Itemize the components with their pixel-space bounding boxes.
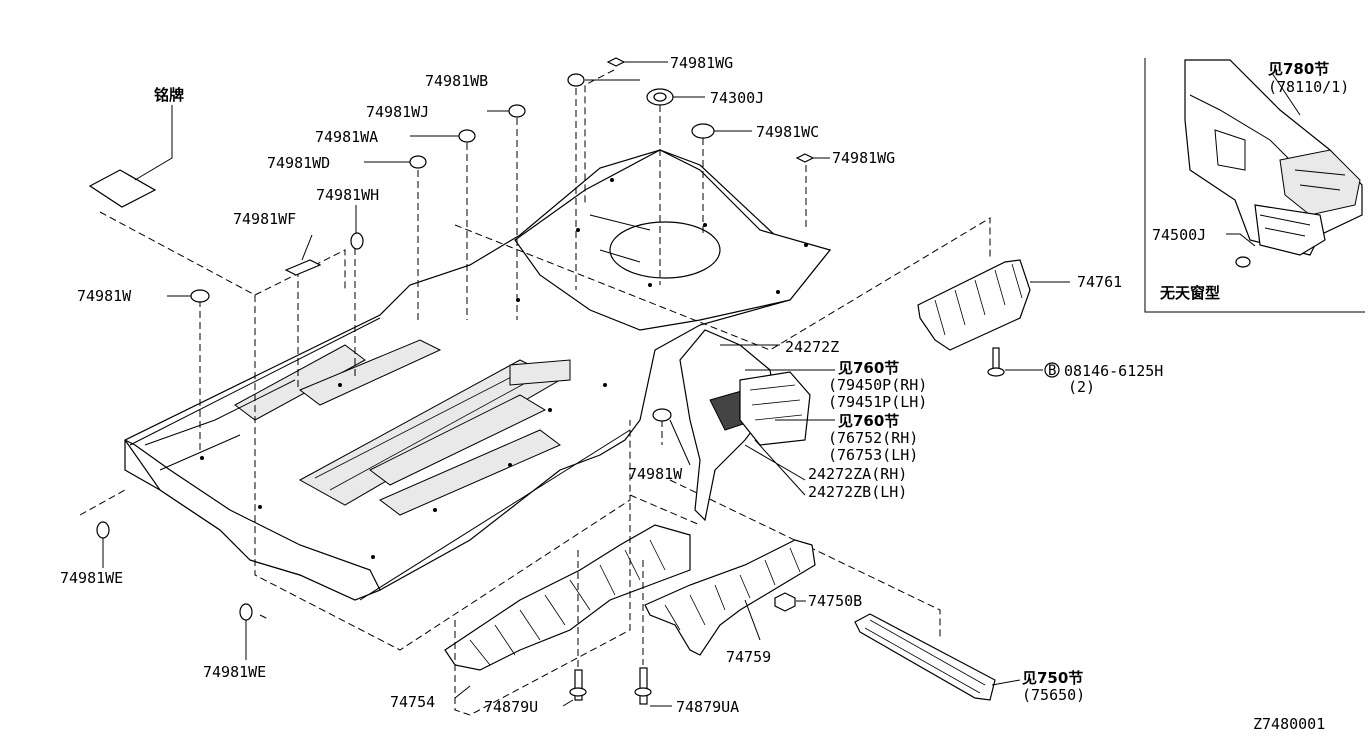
label-74879U: 74879U [484, 698, 538, 716]
label-74981WE-a: 74981WE [60, 569, 123, 587]
floor-panel [124, 149, 832, 601]
studs [562, 550, 672, 707]
sill-75650 [854, 613, 1021, 701]
inset-see780-label: 见780节 [1268, 60, 1329, 78]
inset-no-sunroof-label: 无天窗型 [1159, 284, 1220, 302]
nameplate-part [88, 105, 173, 208]
label-74761: 74761 [1077, 273, 1122, 291]
plug-leaders [199, 69, 807, 621]
label-08146-qty: (2) [1068, 378, 1095, 396]
label-74981WH: 74981WH [316, 186, 379, 204]
label-74981WG-top: 74981WG [670, 54, 733, 72]
inset-74500J-label: 74500J [1152, 226, 1206, 244]
label-74300J: 74300J [710, 89, 764, 107]
label-74981WC: 74981WC [756, 123, 819, 141]
label-see750: 见750节 [1022, 669, 1083, 687]
label-24272Z: 24272Z [785, 338, 839, 356]
label-74981WJ: 74981WJ [366, 103, 429, 121]
label-74750B: 74750B [808, 592, 862, 610]
label-74981WF: 74981WF [233, 210, 296, 228]
label-79450P: (79450P(RH) [828, 376, 927, 394]
inset-78110-label: (78110/1) [1268, 78, 1349, 96]
nut-74750B [774, 592, 806, 612]
label-24272ZB: 24272ZB(LH) [808, 483, 907, 501]
label-79451P: (79451P(LH) [828, 393, 927, 411]
insulator-74754 [444, 495, 691, 716]
label-see760-a: 见760节 [838, 359, 899, 377]
inset-no-sunroof [1144, 58, 1365, 313]
label-74879UA: 74879UA [676, 698, 739, 716]
bolt-08146 [987, 347, 1060, 378]
label-24272ZA: 24272ZA(RH) [808, 465, 907, 483]
label-74981WA: 74981WA [315, 128, 378, 146]
label-74981W-right: 74981W [628, 465, 683, 483]
insulator-74761 [917, 259, 1070, 351]
label-74981WD: 74981WD [267, 154, 330, 172]
label-74754: 74754 [390, 693, 435, 711]
bolt-circle-letter: B [1048, 363, 1056, 379]
label-08146-6125H: 08146-6125H [1064, 362, 1163, 380]
label-74981W-left: 74981W [77, 287, 132, 305]
label-74981WB: 74981WB [425, 72, 488, 90]
side-brackets [679, 329, 835, 522]
plugs [96, 57, 830, 660]
label-74981WE-b: 74981WE [203, 663, 266, 681]
label-76752: (76752(RH) [828, 429, 918, 447]
label-74981WG-mid: 74981WG [832, 149, 895, 167]
nameplate-label: 铭牌 [154, 86, 184, 104]
diagram-id: Z7480001 [1253, 715, 1325, 733]
insulator-74759 [644, 539, 816, 656]
label-see760-b: 见760节 [838, 412, 899, 430]
label-76753: (76753(LH) [828, 446, 918, 464]
label-74759: 74759 [726, 648, 771, 666]
floor-dashed-outline [79, 211, 991, 651]
label-75650: (75650) [1022, 686, 1085, 704]
